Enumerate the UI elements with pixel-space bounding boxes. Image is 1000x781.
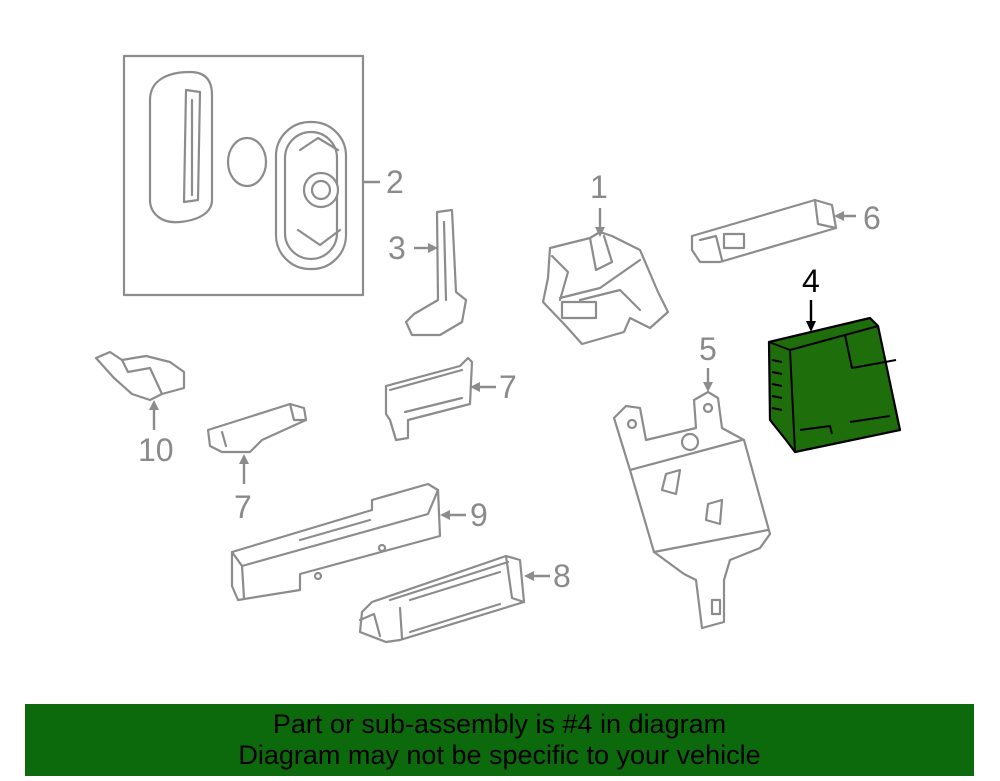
callout-1: 1 [590,169,608,205]
callout-8: 8 [553,558,571,594]
parts-diagram: 2 3 1 6 4 10 [94,54,902,644]
callout-7b: 7 [234,489,252,525]
part-10-clip[interactable] [94,350,186,402]
callout-6: 6 [863,200,881,236]
callout-7a: 7 [499,369,517,405]
part-5-receiver-module[interactable] [612,390,772,630]
callout-5: 5 [699,331,717,367]
part-1-bracket[interactable] [541,230,670,346]
part-2-key-fob-kit[interactable] [122,54,365,297]
part-4-control-module-highlighted[interactable] [767,316,902,454]
part-3-key-blade[interactable] [404,208,468,337]
part-7-antenna-upper[interactable] [384,356,474,442]
callout-3: 3 [388,230,406,266]
banner-line-1: Part or sub-assembly is #4 in diagram [272,709,727,739]
callout-4: 4 [802,263,820,299]
banner-line-2: Diagram may not be specific to your vehi… [238,740,761,770]
part-7-antenna-lower[interactable] [206,402,308,454]
callout-9: 9 [470,497,488,533]
part-9-long-antenna[interactable] [230,482,442,602]
part-8-antenna[interactable] [358,554,526,644]
callout-10: 10 [138,432,174,468]
callout-2: 2 [386,164,404,200]
notice-banner: Part or sub-assembly is #4 in diagram Di… [25,704,974,776]
part-6-antenna-module[interactable] [690,198,838,264]
